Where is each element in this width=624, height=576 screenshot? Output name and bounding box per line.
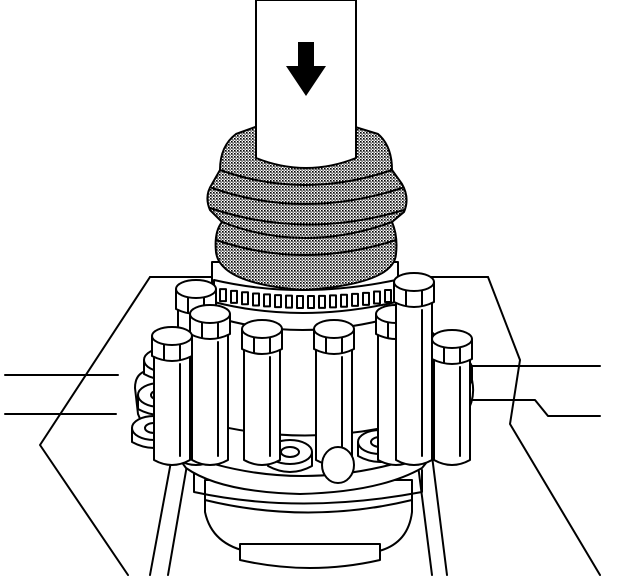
- stud-bolt: [431, 329, 473, 466]
- tone-ring-tooth: [362, 291, 370, 306]
- tone-ring-tooth: [384, 288, 392, 303]
- tone-ring-tooth: [219, 288, 227, 303]
- rubber-boot: [206, 125, 408, 291]
- bearing-housing: [193, 469, 423, 569]
- stud-bolt: [151, 326, 193, 466]
- tone-ring-tooth: [307, 294, 315, 309]
- stud-bolt: [241, 319, 283, 466]
- tone-ring-tooth: [241, 291, 249, 306]
- drain-plug: [321, 446, 355, 484]
- tone-ring-tooth: [263, 293, 271, 308]
- tone-ring-tooth: [274, 294, 282, 309]
- wheel-studs: [151, 272, 473, 466]
- tone-ring-tooth: [351, 292, 359, 307]
- tone-ring-tooth: [285, 294, 293, 309]
- tone-ring-tooth: [373, 290, 381, 305]
- tone-ring-tooth: [252, 292, 260, 307]
- tone-ring-tooth: [230, 289, 238, 304]
- tone-ring-tooth: [329, 294, 337, 309]
- stud-bolt: [189, 304, 231, 466]
- tone-ring-tooth: [318, 294, 326, 309]
- tone-ring-tooth: [340, 293, 348, 308]
- tone-ring-tooth: [296, 294, 304, 309]
- tone-ring: [213, 279, 397, 314]
- stud-bolt: [393, 272, 435, 466]
- stud-bolt: [313, 319, 355, 466]
- arrow-down-icon: [286, 42, 326, 96]
